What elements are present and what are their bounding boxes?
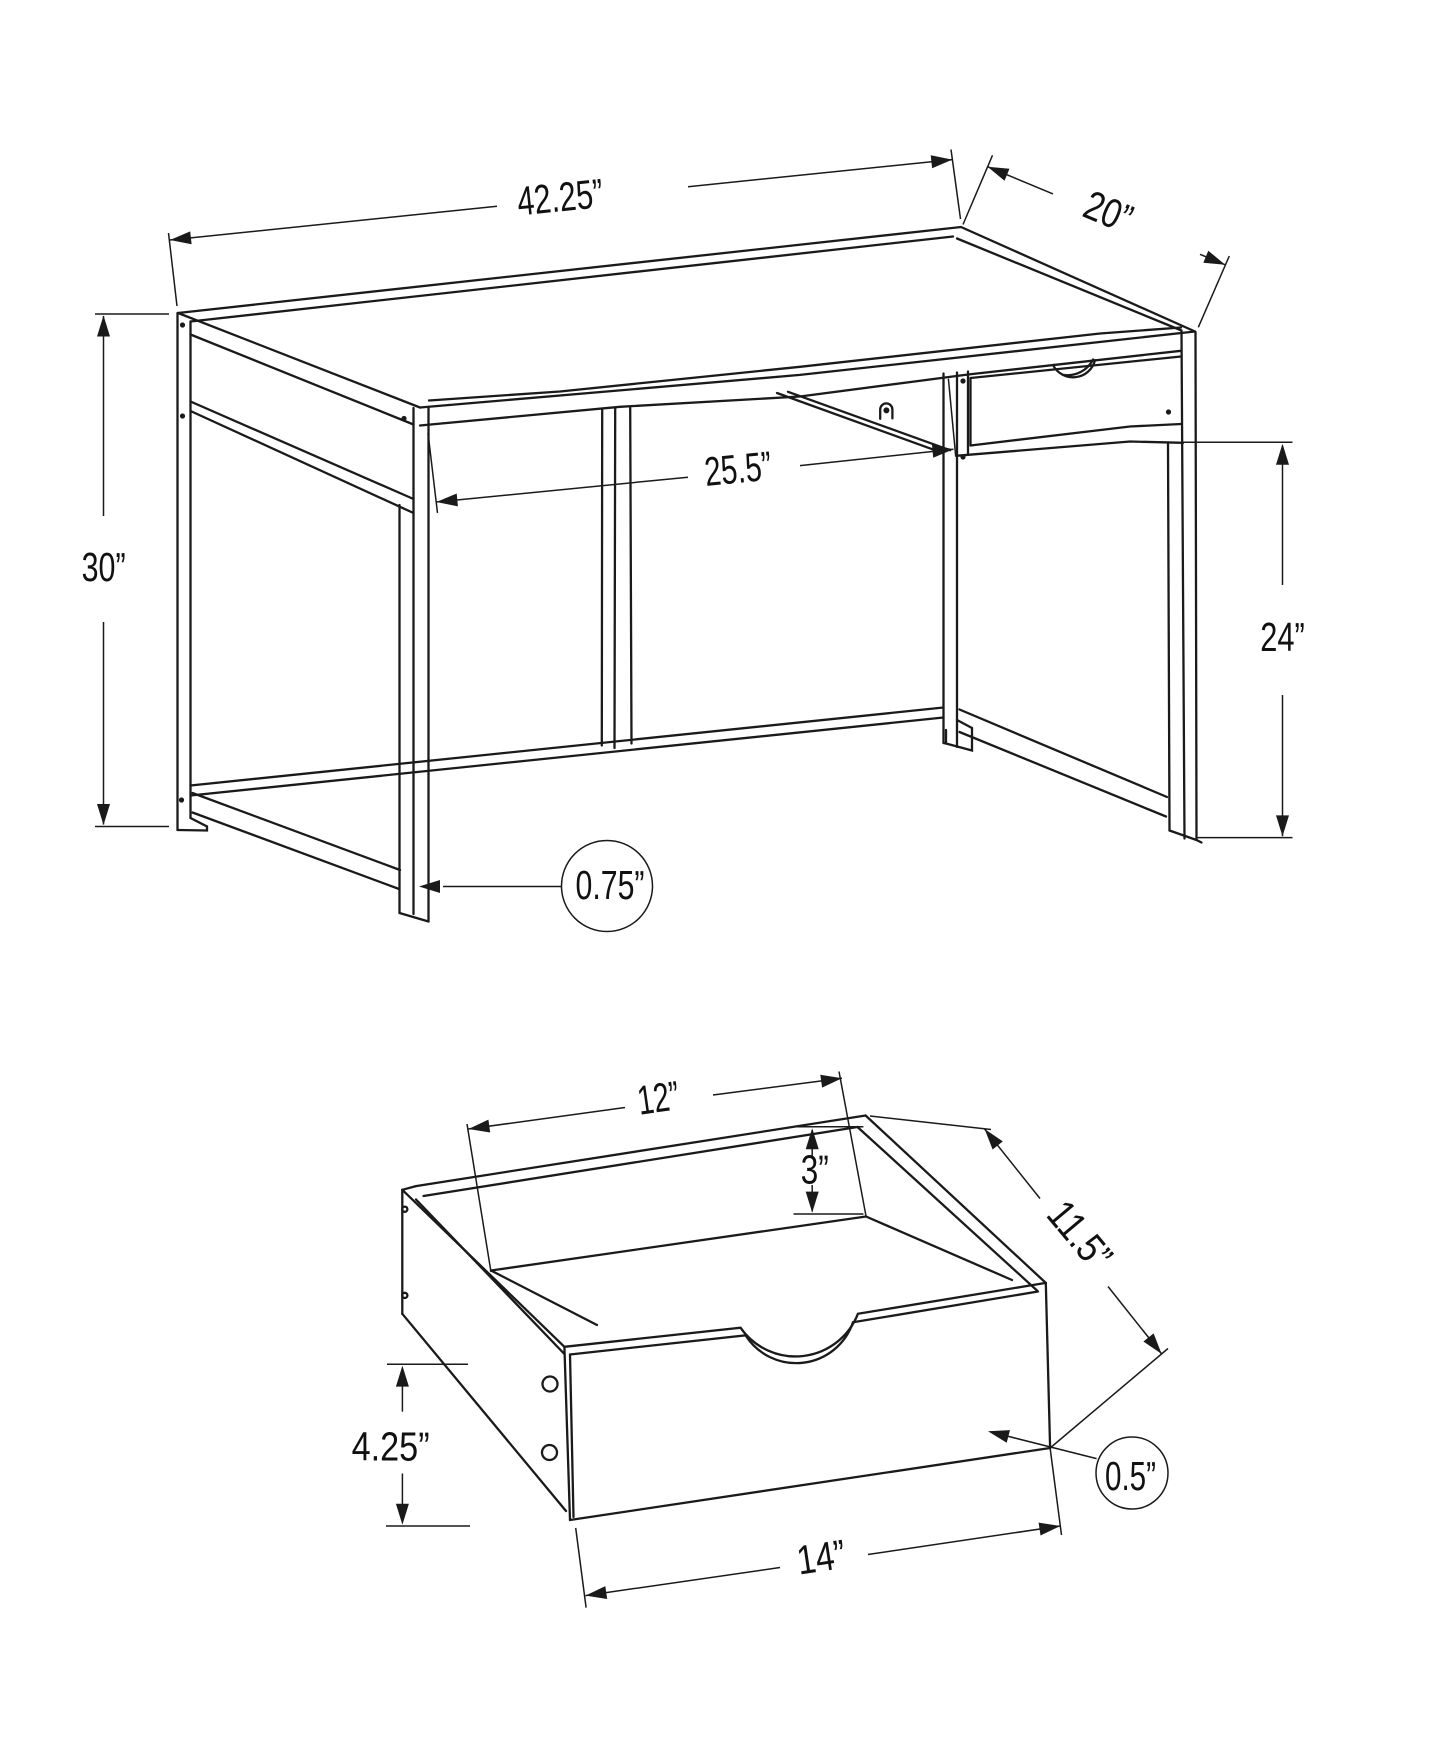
svg-text:4.25”: 4.25” bbox=[352, 1424, 430, 1470]
svg-text:0.5”: 0.5” bbox=[1105, 1453, 1156, 1499]
svg-text:30”: 30” bbox=[82, 544, 126, 590]
svg-text:25.5”: 25.5” bbox=[702, 443, 773, 495]
svg-text:42.25”: 42.25” bbox=[515, 170, 605, 225]
svg-text:0.75”: 0.75” bbox=[576, 862, 645, 908]
svg-text:14”: 14” bbox=[794, 1531, 849, 1584]
svg-text:3”: 3” bbox=[801, 1147, 829, 1193]
svg-text:24”: 24” bbox=[1260, 614, 1305, 660]
svg-text:12”: 12” bbox=[634, 1072, 682, 1123]
